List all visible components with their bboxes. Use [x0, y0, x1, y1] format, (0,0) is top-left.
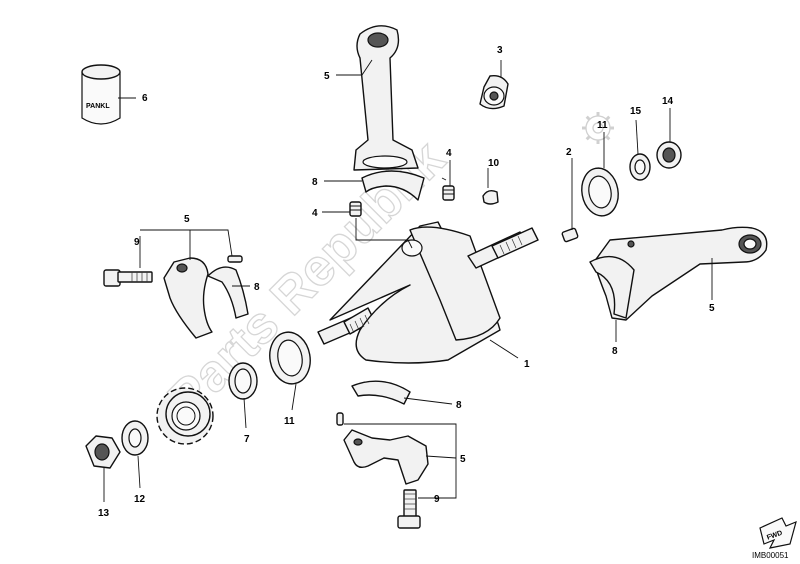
fwd-arrow-icon: FWD: [759, 517, 797, 549]
part-crank-gear: [156, 387, 214, 445]
part-left-dowel-pin: [227, 255, 243, 263]
callout-1: 1: [524, 359, 530, 370]
part-11-thrust-washer-left: [269, 331, 311, 385]
callout-5-lower: 5: [460, 454, 466, 465]
callout-8-left: 8: [254, 282, 260, 293]
part-5-right-connecting-rod: [593, 226, 768, 321]
callout-12: 12: [134, 494, 146, 505]
callouts: 5 6 3 4 10 2 11 15 14 8 4 5 9 8 1 5 8 11…: [98, 45, 715, 519]
watermark-gear: [582, 112, 614, 144]
callout-10: 10: [488, 158, 500, 169]
callout-7: 7: [244, 434, 250, 445]
part-13-nut: [85, 435, 121, 469]
callout-14: 14: [662, 96, 674, 107]
callout-13: 13: [98, 508, 110, 519]
part-9-bolt-lower: [397, 489, 421, 529]
part-2-screw: [561, 227, 579, 243]
callout-11-left: 11: [284, 416, 295, 427]
callout-4-top: 4: [446, 148, 452, 159]
part-6-cap: PANKL: [81, 64, 121, 125]
callout-5-upper: 5: [324, 71, 330, 82]
callout-8-right: 8: [612, 346, 618, 357]
part-15-ring: [629, 153, 651, 181]
part-4-dowel-a: [442, 185, 455, 201]
callout-11-right: 11: [597, 120, 608, 131]
part-8-lower-bearing-shell: [351, 380, 411, 405]
part-8-upper-bearing-shell: [361, 170, 425, 201]
part-7-ring: [228, 362, 258, 400]
callout-15: 15: [630, 106, 642, 117]
part-8-right-bearing-shell: [589, 255, 635, 319]
part-10-plug: [482, 189, 499, 205]
drawing-id: IMB00051: [752, 551, 789, 560]
callout-3: 3: [497, 45, 503, 56]
part-9-bolt-left: [103, 269, 153, 287]
callout-5-right: 5: [709, 303, 715, 314]
callout-4-left: 4: [312, 208, 318, 219]
part-lower-dowel-pin: [336, 412, 344, 426]
part-8-left-bearing-shell: [207, 266, 249, 319]
part-1-crankshaft: [317, 221, 539, 364]
leader-lines: [103, 59, 713, 502]
part-4-dowel-b: [349, 201, 362, 217]
callout-5-left: 5: [184, 214, 190, 225]
callout-8-lower: 8: [456, 400, 462, 411]
callout-6: 6: [142, 93, 148, 104]
callout-9-lower: 9: [434, 494, 440, 505]
part-5-upper-connecting-rod: [353, 25, 419, 171]
part-12-washer: [121, 420, 149, 456]
part-3-bushing: [479, 74, 509, 110]
part-5-lower-cap: [343, 429, 429, 485]
cap-label: PANKL: [86, 103, 110, 110]
callout-8-upper: 8: [312, 177, 318, 188]
part-11-thrust-washer-right: [581, 167, 619, 217]
part-14-seal: [656, 141, 682, 169]
callout-2: 2: [566, 147, 572, 158]
part-5-left-cap: [163, 257, 213, 339]
callout-9-left: 9: [134, 237, 140, 248]
